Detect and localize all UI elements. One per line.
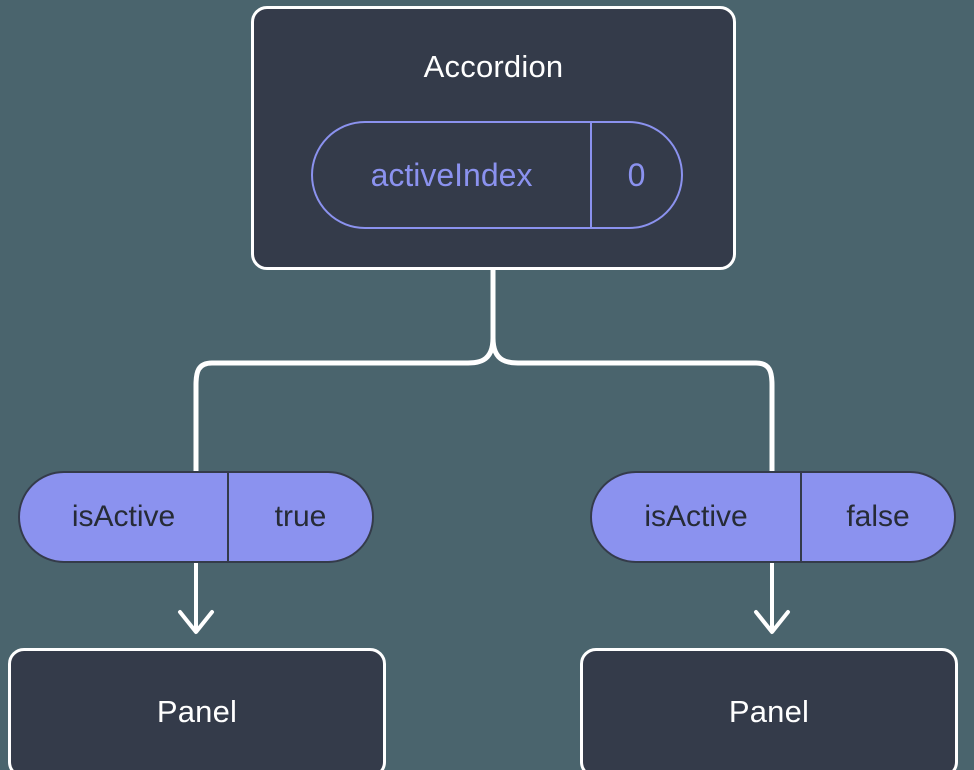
- component-node-panel-left[interactable]: Panel: [8, 648, 386, 770]
- prop-pill-value: true: [274, 500, 327, 533]
- component-title-panel-right: Panel: [728, 694, 810, 729]
- state-pill-activeindex[interactable]: activeIndex 0: [311, 121, 683, 229]
- component-title-accordion: Accordion: [423, 49, 564, 84]
- component-node-panel-right[interactable]: Panel: [580, 648, 958, 770]
- state-pill-key: activeIndex: [313, 123, 592, 227]
- prop-pill-isactive-true[interactable]: isActive true: [18, 471, 374, 563]
- component-node-accordion[interactable]: Accordion activeIndex 0: [251, 6, 736, 270]
- prop-pill-value: false: [846, 500, 910, 533]
- state-pill-value: 0: [627, 156, 646, 193]
- prop-pill-key: isActive: [20, 473, 229, 561]
- prop-pill-key: isActive: [592, 473, 802, 561]
- prop-pill-isactive-false[interactable]: isActive false: [590, 471, 956, 563]
- component-title-panel-left: Panel: [156, 694, 238, 729]
